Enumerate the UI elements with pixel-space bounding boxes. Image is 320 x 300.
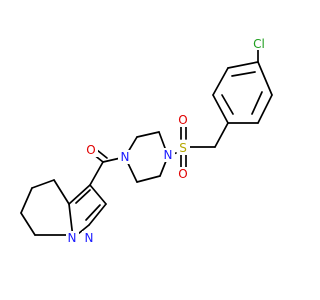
nitrogen-label: N [85,231,94,245]
bond [214,122,229,148]
bond [231,71,256,77]
bonds [20,49,273,239]
oxygen-label: O [86,143,95,157]
bond [68,184,91,205]
bond [227,61,259,69]
oxygen-label: O [178,167,187,181]
bond [75,189,91,204]
bond [136,175,161,183]
piperazine-nitrogen-left: N [118,150,131,164]
pyrazole-nitrogen-1: N [66,231,79,245]
nitrogen-label: N [68,231,77,245]
bond [212,94,229,124]
bond [257,94,273,124]
piperazine-nitrogen-right: N [162,148,175,162]
bond [89,161,104,186]
chlorine-label: Cl [253,37,265,51]
chlorine-atom: Cl [249,36,269,51]
bond [221,94,234,115]
atom-labels: Cl S O O O N N N [66,36,269,245]
pyrazole-nitrogen-2: N [82,231,95,245]
sulfonyl-oxygen-bottom: O [177,167,190,181]
bond [53,179,70,205]
bond [96,149,108,159]
bond [89,184,107,205]
bond [251,91,263,115]
sulfur-label: S [179,141,187,155]
nitrogen-label: N [164,148,173,162]
chemical-structure-diagram: Cl S O O O N N N [20,36,273,245]
bond [85,204,101,221]
bond [20,212,36,236]
bond [136,131,160,138]
bond [20,187,33,214]
oxygen-label: O [178,113,187,127]
sulfur-atom: S [177,141,190,155]
carbonyl-oxygen: O [85,143,98,157]
nitrogen-label: N [121,150,130,164]
bond [257,61,273,96]
sulfonyl-oxygen-top: O [177,113,190,127]
bond [31,179,55,189]
bond [212,67,229,96]
bond [88,203,107,226]
